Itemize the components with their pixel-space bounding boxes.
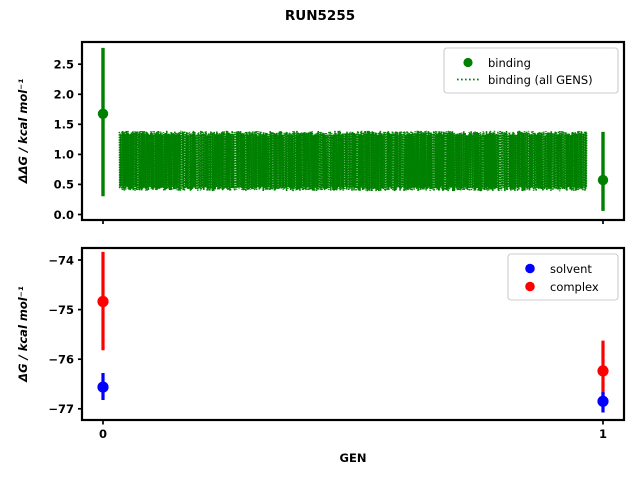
top-ytick-label-2: 1.5	[54, 118, 74, 132]
top-legend-background	[443, 47, 619, 94]
top-ytick-label-0: 2.5	[54, 58, 74, 72]
top-y-axis-label: ΔΔG / kcal mol⁻¹	[16, 79, 30, 185]
marker-complex-gen1	[597, 365, 609, 377]
top-ytick-label-4: 0.5	[54, 178, 74, 192]
top-x-tickmarks	[102, 220, 604, 224]
marker-binding-gen0	[97, 108, 109, 120]
bottom-panel-axes: −74 −75 −76 −77 0 1 ΔG / kcal mol⁻¹ GEN …	[16, 246, 626, 465]
legend-label-complex: complex	[550, 280, 599, 294]
legend-label-binding-all-gens: binding (all GENS)	[488, 73, 593, 87]
bottom-series-solvent	[97, 373, 609, 413]
bottom-axes-spines	[80, 246, 626, 422]
bottom-y-tickmarks	[78, 259, 82, 410]
bottom-ytick-label-1: −75	[48, 303, 74, 317]
bottom-series-complex	[97, 251, 609, 400]
legend-marker-complex-icon	[525, 281, 535, 292]
top-ytick-label-3: 1.0	[54, 148, 74, 162]
legend-marker-binding-icon	[463, 57, 473, 68]
legend-marker-solvent-icon	[525, 263, 535, 274]
top-series-binding-all-gens	[118, 130, 588, 192]
top-series-binding	[97, 47, 609, 211]
bottom-x-tickmarks	[102, 420, 604, 425]
legend-label-solvent: solvent	[550, 262, 592, 276]
bottom-y-axis-label: ΔG / kcal mol⁻¹	[16, 286, 30, 383]
bottom-ytick-label-3: −77	[48, 402, 74, 416]
legend-label-binding: binding	[488, 56, 531, 70]
bottom-xtick-label-0: 0	[99, 427, 107, 441]
bottom-ytick-label-2: −76	[48, 353, 74, 367]
bottom-legend-background	[507, 253, 619, 301]
top-ytick-label-5: 0.0	[54, 208, 74, 222]
top-axes-spines	[80, 40, 626, 222]
figure-title: RUN5255	[285, 8, 355, 24]
top-y-tickmarks	[78, 63, 82, 216]
marker-binding-gen1	[597, 174, 609, 186]
marker-solvent-gen0	[97, 381, 109, 393]
bottom-legend[interactable]: solvent complex	[507, 253, 619, 301]
bottom-ytick-label-0: −74	[48, 253, 74, 267]
marker-solvent-gen1	[597, 395, 609, 407]
bottom-x-axis-label: GEN	[340, 451, 367, 465]
top-legend[interactable]: binding binding (all GENS)	[443, 47, 619, 94]
marker-complex-gen0	[97, 295, 109, 308]
top-ytick-label-1: 2.0	[54, 88, 74, 102]
all-gens-dotted-trace	[118, 130, 588, 192]
bottom-xtick-label-1: 1	[599, 427, 607, 441]
top-panel-axes: 2.5 2.0 1.5 1.0 0.5 0.0 ΔΔG / kcal mol⁻¹…	[16, 40, 626, 224]
